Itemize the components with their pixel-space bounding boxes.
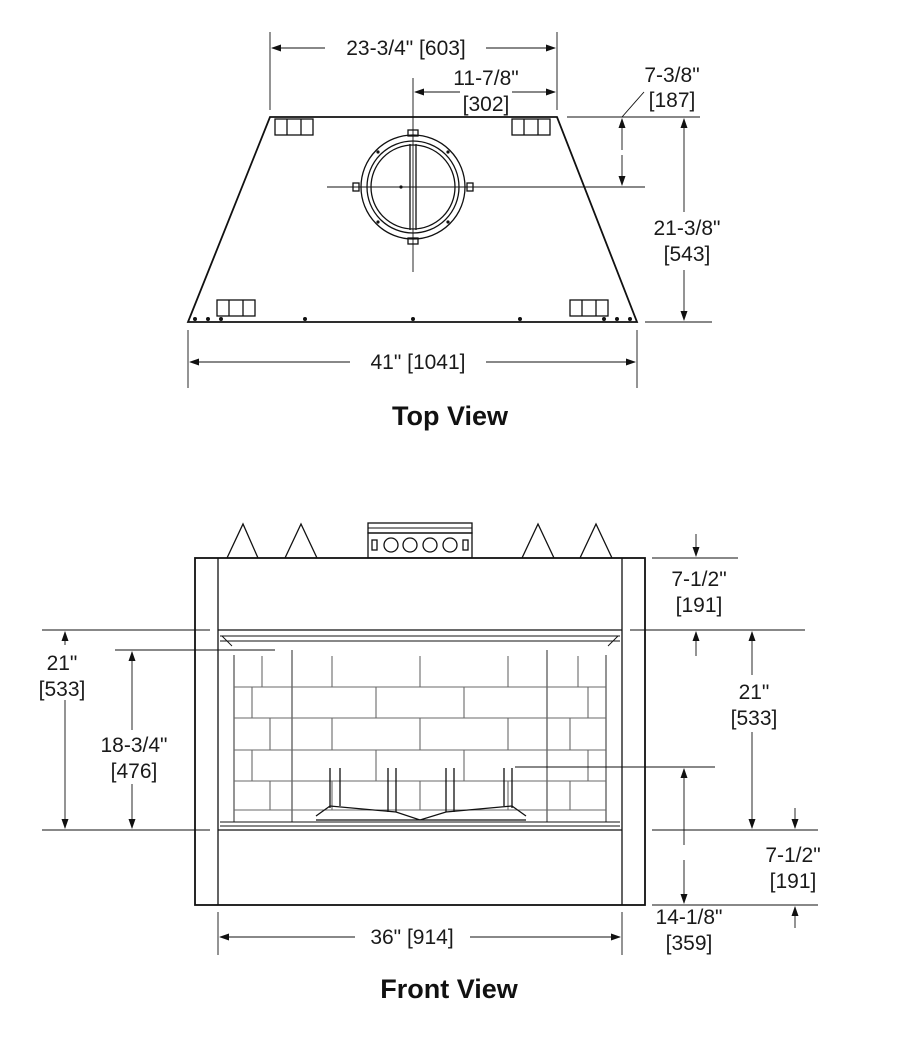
top-depth-dimension: 21-3/8" [543]: [645, 118, 721, 323]
collar-offset-label: 7-3/8": [644, 64, 699, 87]
opening-height-left-mm-label: [533]: [39, 678, 86, 701]
gas-inlet-height-dimension: 14-1/8" [359]: [515, 766, 723, 955]
log-grate: [315, 768, 527, 821]
gas-inlet-height-mm-label: [359]: [666, 932, 713, 955]
opening-height-left-label: 21": [47, 652, 78, 675]
front-width-label: 36" [914]: [370, 926, 453, 949]
front-view-title: Front View: [380, 974, 519, 1004]
firebox-bricks: [233, 650, 607, 822]
top-band-label: 7-1/2": [671, 568, 726, 591]
top-band-dimension: 7-1/2" [191]: [652, 534, 738, 656]
firebox-height-mm-label: [476]: [111, 760, 158, 783]
top-width-dimension: 23-3/4" [603]: [269, 32, 558, 110]
half-width-dimension: 11-7/8" [302]: [414, 67, 556, 116]
top-band-mm-label: [191]: [676, 594, 723, 617]
half-width-mm-label: [302]: [463, 93, 510, 116]
opening-height-right-label: 21": [739, 681, 770, 704]
front-flue-collar: [367, 522, 473, 559]
top-view: 23-3/4" [603] 11-7/8" [302] 7-3/8" [187]…: [186, 32, 721, 431]
opening-height-right-dimension: 21" [533]: [731, 631, 778, 829]
firebox-height-dimension: 18-3/4" [476]: [101, 649, 275, 829]
bottom-band-dimension: 7-1/2" [191]: [652, 808, 821, 928]
half-width-label: 11-7/8": [453, 67, 518, 90]
opening-height-right-mm-label: [533]: [731, 707, 778, 730]
opening-height-left-dimension: 21" [533]: [39, 631, 86, 829]
bottom-width-dimension: 41" [1041]: [187, 330, 638, 388]
top-view-title: Top View: [392, 401, 509, 431]
bottom-bracket-right: [569, 299, 609, 317]
bottom-band-label: 7-1/2": [765, 844, 820, 867]
top-depth-label: 21-3/8": [654, 217, 721, 240]
front-width-dimension: 36" [914]: [217, 912, 623, 955]
top-bracket-left: [274, 118, 314, 136]
bottom-bracket-left: [216, 299, 256, 317]
top-depth-mm-label: [543]: [664, 243, 711, 266]
front-view: 7-1/2" [191] 21" [533] 18-3/4" [476] 21": [39, 522, 821, 1004]
bottom-band-mm-label: [191]: [770, 870, 817, 893]
collar-offset-dimension: 7-3/8" [187]: [567, 64, 700, 186]
gas-inlet-height-label: 14-1/8": [656, 906, 723, 929]
top-standoffs: [226, 522, 613, 559]
top-view-outline: [186, 116, 639, 323]
firebox-height-label: 18-3/4": [101, 734, 168, 757]
collar-offset-mm-label: [187]: [649, 89, 696, 112]
top-bracket-right: [511, 118, 551, 136]
bottom-width-label: 41" [1041]: [370, 351, 465, 374]
top-width-label: 23-3/4" [603]: [346, 37, 466, 60]
